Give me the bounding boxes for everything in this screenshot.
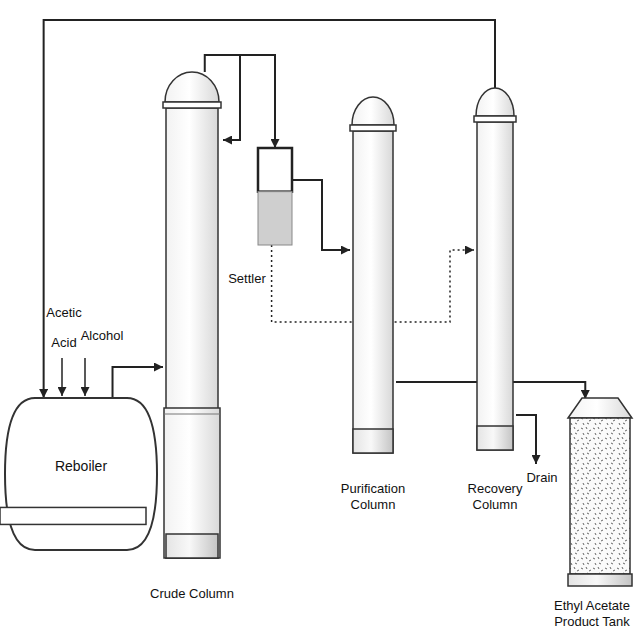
settler-vessel-outline xyxy=(258,148,292,245)
pipe-connector xyxy=(292,180,350,250)
product-tank-outline xyxy=(568,396,632,586)
feed-arrow xyxy=(84,358,86,396)
drain-line xyxy=(516,415,536,464)
node-label: Crude Column xyxy=(133,586,251,602)
stream-label: Drain xyxy=(522,470,562,486)
stream-label: Alcohol xyxy=(78,328,126,344)
node-label: Reboiler xyxy=(5,458,157,474)
distillation-column: Recovery Column xyxy=(474,88,516,450)
node-label: Recovery Column xyxy=(460,481,530,513)
pipe-connector xyxy=(44,20,495,398)
reboiler-drum: Reboiler xyxy=(5,398,173,550)
settler-vessel: Settler xyxy=(258,148,292,245)
distillation-column-outline xyxy=(163,72,221,558)
product-tank: Ethyl Acetate Product Tank xyxy=(568,396,632,586)
distillation-column-outline xyxy=(474,88,516,450)
distillation-column-outline xyxy=(350,97,396,453)
distillation-column: Purification Column xyxy=(350,97,396,453)
node-label: Purification Column xyxy=(331,481,415,513)
node-label: Ethyl Acetate Product Tank xyxy=(550,598,634,630)
reboiler-drum-outline xyxy=(5,398,157,550)
node-label: Settler xyxy=(222,271,272,287)
distillation-column: Crude Column xyxy=(163,72,221,558)
feed-arrow xyxy=(61,358,63,396)
pipe-connector xyxy=(113,367,163,398)
